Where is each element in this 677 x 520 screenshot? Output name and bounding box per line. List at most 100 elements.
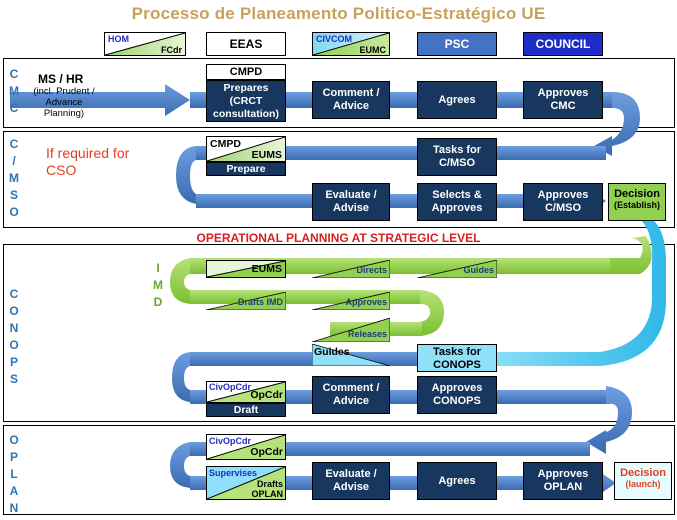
split-diagonal-icon (207, 467, 285, 499)
tasks-cmso-box: Tasks for C/MSO (417, 138, 497, 176)
row-label-char: O (9, 205, 19, 219)
eumc-label: EUMC (359, 45, 387, 55)
guides-imd-label: Guides (417, 260, 497, 278)
cmpd-box-cmc: CMPD (206, 64, 286, 80)
wedge-icon (417, 260, 497, 278)
tasks-conops-box: Tasks for CONOPS (417, 344, 497, 372)
row-label-char: / (12, 154, 16, 168)
split-diagonal-icon (207, 261, 285, 277)
row-label-char: I (156, 261, 160, 275)
row-label-char: C (9, 287, 19, 301)
decision-label: Decision (614, 188, 660, 200)
split-diagonal-icon (313, 33, 389, 55)
agrees-box-oplan: Agrees (417, 462, 497, 500)
civopcdr-label: CivOpCdr (209, 382, 252, 392)
row-label-conops: C O N O P S (6, 286, 22, 388)
row-label-char: A (9, 484, 19, 498)
supervises-drafts-box: Supervises Drafts OPLAN (206, 466, 286, 500)
opcdr-label: OpCdr (250, 446, 283, 458)
row-label-char: L (10, 467, 18, 481)
directs-label: Directs (312, 260, 390, 278)
imd-eums-box: EUMS (206, 260, 286, 278)
eums-label: EUMS (251, 149, 282, 161)
row-label-char: S (9, 188, 18, 202)
row-label-char: C (9, 137, 19, 151)
row-label-imd: I M D (150, 260, 166, 311)
row-label-char: M (9, 84, 19, 98)
row-label-oplan: O P L A N (6, 432, 22, 517)
supervises-label: Supervises (209, 468, 258, 478)
wedge-icon (312, 292, 390, 310)
evaluate-advise-box-oplan: Evaluate / Advise (312, 462, 390, 500)
row-label-char: S (9, 372, 18, 386)
prepare-box: Prepare (206, 162, 286, 176)
releases-text: Releases (347, 329, 387, 339)
header-psc: PSC (417, 32, 497, 56)
tasks-conops-text: Tasks for CONOPS (432, 346, 482, 371)
guides-conops-text: Guides (314, 346, 350, 358)
split-diagonal-icon (207, 435, 285, 459)
agrees-box-cmc: Agrees (417, 81, 497, 119)
split-diagonal-icon (207, 137, 285, 161)
row-label-char: C (9, 67, 19, 81)
page-title: Processo de Planeamento Politico-Estraté… (131, 4, 546, 23)
split-diagonal-icon (207, 382, 285, 402)
ms-hr-note: (incl. Prudent / Advance Planning) (33, 86, 95, 119)
row-label-cmc: C M C (6, 66, 22, 117)
wedge-icon (312, 318, 390, 342)
row-label-char: P (9, 450, 18, 464)
wedge-icon (312, 344, 390, 366)
civopcdr-label: CivOpCdr (209, 436, 252, 446)
panel-cmso (3, 131, 675, 228)
cmpd-eums-box: CMPD EUMS (206, 136, 286, 162)
guides-text: Guides (463, 265, 494, 275)
row-label-char: O (9, 433, 19, 447)
ms-hr-label: MS / HR (38, 72, 84, 86)
prepares-box: Prepares (CRCT consultation) (206, 80, 286, 122)
civcom-label: CIVCOM (316, 34, 352, 44)
decision-establish-box: Decision (Establish) (608, 183, 666, 221)
approves-cmso-box: Approves C/MSO (523, 183, 603, 221)
approves-conops-box: Approves CONOPS (417, 376, 497, 414)
row-label-char: C (9, 101, 19, 115)
selects-approves-box: Selects & Approves (417, 183, 497, 221)
comment-advice-box-cmc: Comment / Advice (312, 81, 390, 119)
civopcdr-opcdr-box-oplan: CivOpCdr OpCdr (206, 434, 286, 460)
operational-planning-heading: OPERATIONAL PLANNING AT STRATEGIC LEVEL (196, 231, 481, 245)
if-required-note: If required for CSO (46, 145, 130, 178)
approves-imd-label: Approves (312, 292, 390, 310)
approves-imd-text: Approves (345, 297, 387, 307)
evaluate-advise-box-cmso: Evaluate / Advise (312, 183, 390, 221)
decision-label: Decision (620, 467, 666, 479)
panel-oplan (3, 425, 675, 515)
releases-label: Releases (312, 318, 390, 342)
guides-conops-label: Guides (312, 344, 390, 366)
hom-label: HOM (108, 34, 129, 44)
approves-cmc-box: Approves CMC (523, 81, 603, 119)
directs-text: Directs (356, 265, 387, 275)
panel-conops (3, 244, 675, 422)
decision-launch-box: Decision (launch) (614, 462, 672, 500)
eums-label: EUMS (251, 263, 282, 275)
row-label-char: D (153, 295, 163, 309)
row-label-char: P (9, 355, 18, 369)
header-civcom-eumc: CIVCOM EUMC (312, 32, 390, 56)
row-label-char: N (9, 501, 19, 515)
comment-advice-box-conops: Comment / Advice (312, 376, 390, 414)
drafts-oplan-label: Drafts OPLAN (251, 479, 284, 499)
row-label-char: M (153, 278, 163, 292)
draft-box: Draft (206, 403, 286, 417)
row-label-char: M (9, 171, 19, 185)
approves-oplan-box: Approves OPLAN (523, 462, 603, 500)
wedge-icon (206, 292, 286, 310)
civopcdr-opcdr-box-conops: CivOpCdr OpCdr (206, 381, 286, 403)
header-hom-fcdr: HOM FCdr (104, 32, 186, 56)
row-label-char: O (9, 338, 19, 352)
panel-cmc (3, 58, 675, 128)
row-label-cmso: C / M S O (6, 136, 22, 221)
row-label-char: O (9, 304, 19, 318)
drafts-imd-text: Drafts IMD (237, 297, 283, 307)
wedge-icon (312, 260, 390, 278)
row-label-char: N (9, 321, 19, 335)
